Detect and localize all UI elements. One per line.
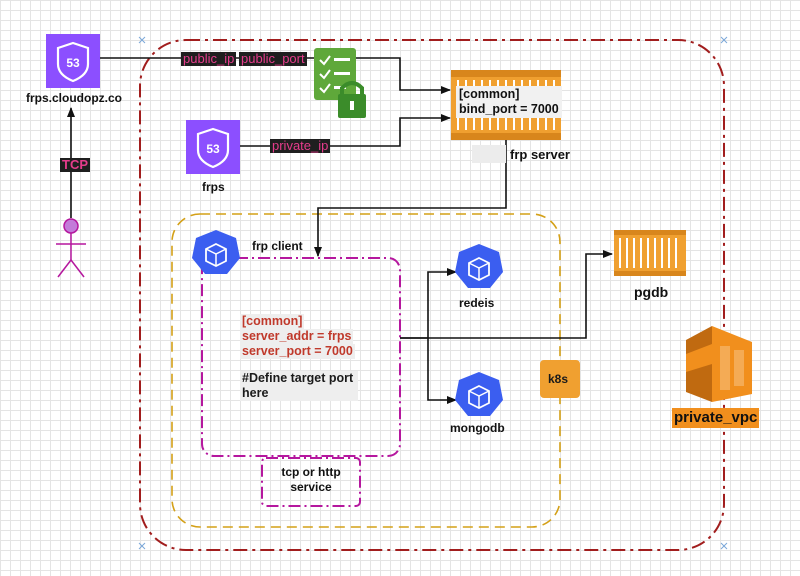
security-checklist-icon xyxy=(314,48,366,118)
service-label-line1: tcp or http xyxy=(281,465,341,479)
frp-client-boundary xyxy=(201,257,401,457)
client-config-line5: here xyxy=(240,386,358,401)
frp-client-pod-icon[interactable] xyxy=(192,230,240,274)
route53-private-icon[interactable]: 53 xyxy=(186,120,240,174)
redis-label: redeis xyxy=(459,296,495,310)
redis-pod-icon[interactable] xyxy=(455,244,503,288)
client-config-line3: server_port = 7000 xyxy=(240,344,355,359)
service-label: tcp or http service xyxy=(262,465,360,495)
pgdb-storage-icon[interactable] xyxy=(614,230,686,276)
public-port-label: public_port xyxy=(239,51,307,66)
server-to-client-line xyxy=(314,140,507,257)
service-boundary xyxy=(261,457,361,507)
private-ip-label: private_ip xyxy=(270,138,331,153)
frp-server-label: frp server xyxy=(510,147,570,162)
client-to-mongodb-line xyxy=(427,338,457,404)
svg-text:53: 53 xyxy=(66,56,80,70)
frps-cloudopz-label: frps.cloudopz.co xyxy=(26,91,122,105)
client-config-line1: [common] xyxy=(240,314,305,329)
private-vpc-label: private_vpc xyxy=(672,408,760,428)
frps-label: frps xyxy=(202,180,225,194)
frp-client-config: [common] server_addr = frps server_port … xyxy=(240,314,358,401)
aws-vpc-icon xyxy=(686,326,752,402)
mongodb-label: mongodb xyxy=(450,421,505,435)
pgdb-label: pgdb xyxy=(634,284,669,300)
user-actor-icon xyxy=(56,218,86,278)
private-vpc-boundary xyxy=(139,39,725,551)
frp-server-config-line1: [common] xyxy=(459,87,520,101)
k8s-label: k8s xyxy=(548,372,569,386)
frp-server-config: [common] bind_port = 7000 xyxy=(456,86,562,118)
frp-server-config-line2: bind_port = 7000 xyxy=(459,102,559,116)
k8s-badge xyxy=(540,360,580,398)
mongodb-pod-icon[interactable] xyxy=(455,372,503,416)
grid-marker-decoration xyxy=(138,36,728,550)
svg-text:53: 53 xyxy=(206,142,220,156)
client-to-redis-line xyxy=(400,268,457,339)
frp-client-label: frp client xyxy=(252,239,303,253)
client-to-pgdb-line xyxy=(400,250,613,339)
client-config-line2: server_addr = frps xyxy=(240,329,354,344)
tcp-label: TCP xyxy=(60,157,90,172)
frp-server-label-bg xyxy=(472,145,506,163)
client-config-line4: #Define target port xyxy=(240,371,358,386)
public-ip-label: public_ip xyxy=(181,51,237,66)
service-label-line2: service xyxy=(290,480,332,494)
route53-public-icon[interactable]: 53 xyxy=(46,34,100,88)
